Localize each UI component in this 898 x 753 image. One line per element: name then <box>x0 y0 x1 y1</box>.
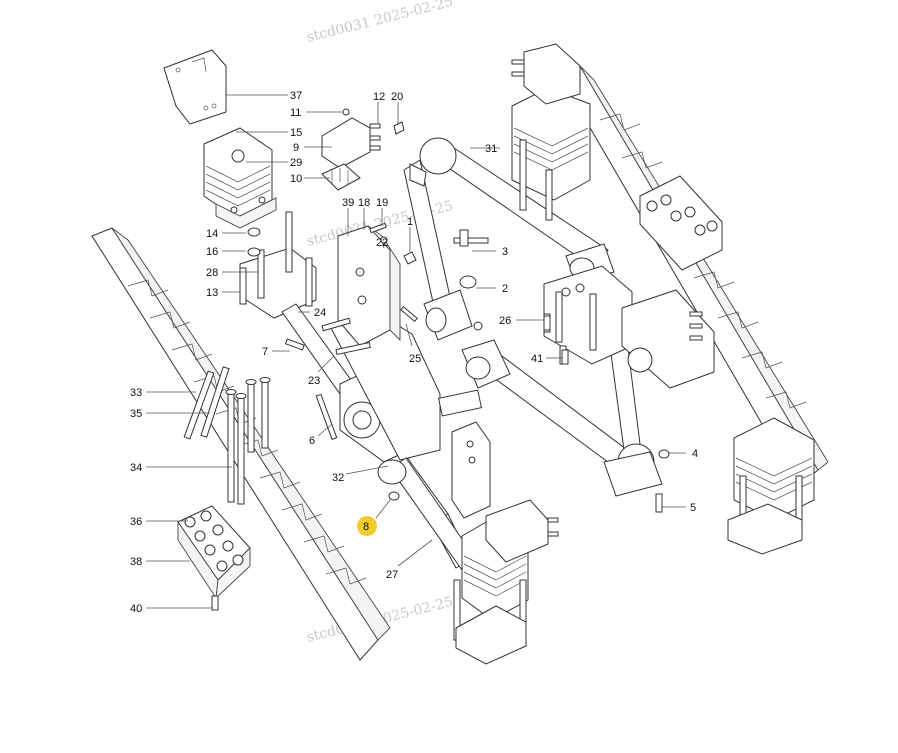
right-clamp-blocks <box>621 175 723 389</box>
callout-26[interactable]: 26 <box>499 315 511 327</box>
leader-lines <box>146 94 686 609</box>
right-middle-axle-seat <box>543 265 633 365</box>
callout-6[interactable]: 6 <box>309 435 315 447</box>
callout-28[interactable]: 28 <box>206 267 218 279</box>
right-bottom-air-spring <box>727 417 815 555</box>
callout-33[interactable]: 33 <box>130 387 142 399</box>
center-rear-hanger <box>437 389 491 519</box>
callout-32[interactable]: 32 <box>332 472 344 484</box>
callout-34[interactable]: 34 <box>130 462 142 474</box>
callout-3[interactable]: 3 <box>502 246 508 258</box>
callout-39[interactable]: 39 <box>342 197 354 209</box>
upper-bracket-set <box>321 108 405 191</box>
top-left-cover-plate <box>163 49 227 125</box>
left-axle-seat <box>239 211 317 319</box>
left-vertical-rods <box>183 366 271 505</box>
callout-5[interactable]: 5 <box>690 502 696 514</box>
callout-1[interactable]: 1 <box>407 216 413 228</box>
callout-8[interactable]: 8 <box>363 521 369 533</box>
callout-40[interactable]: 40 <box>130 603 142 615</box>
callout-19[interactable]: 19 <box>376 197 388 209</box>
callout-29[interactable]: 29 <box>290 157 302 169</box>
right-top-air-spring <box>511 43 591 221</box>
callout-13[interactable]: 13 <box>206 287 218 299</box>
center-bushing-bracket <box>423 289 483 341</box>
callout-31[interactable]: 31 <box>485 143 497 155</box>
callout-38[interactable]: 38 <box>130 556 142 568</box>
callout-16[interactable]: 16 <box>206 246 218 258</box>
callout-15[interactable]: 15 <box>290 127 302 139</box>
callout-41[interactable]: 41 <box>531 353 543 365</box>
top-left-air-spring <box>203 127 277 229</box>
callout-11[interactable]: 11 <box>290 107 301 119</box>
callout-37[interactable]: 37 <box>290 90 302 102</box>
callout-10[interactable]: 10 <box>290 173 302 185</box>
callout-9[interactable]: 9 <box>293 142 299 154</box>
callout-35[interactable]: 35 <box>130 408 142 420</box>
small-hardware <box>284 315 569 365</box>
watermark-top: stcd0031 2025-02-25 <box>305 0 455 46</box>
callout-labels: 37 11 12 20 15 9 29 10 31 39 18 19 14 22… <box>130 90 698 615</box>
callout-2[interactable]: 2 <box>502 283 508 295</box>
callout-4[interactable]: 4 <box>692 448 698 460</box>
callout-36[interactable]: 36 <box>130 516 142 528</box>
callout-24[interactable]: 24 <box>314 307 326 319</box>
callout-22[interactable]: 22 <box>376 237 388 249</box>
highlighted-callout-marker[interactable] <box>357 516 377 536</box>
callout-25[interactable]: 25 <box>409 353 421 365</box>
callout-12[interactable]: 12 <box>373 91 385 103</box>
left-clamp-plate <box>177 505 251 611</box>
callout-20[interactable]: 20 <box>391 91 403 103</box>
callout-23[interactable]: 23 <box>308 375 320 387</box>
callout-7[interactable]: 7 <box>262 346 268 358</box>
bottom-center-air-spring <box>453 499 559 665</box>
callout-14[interactable]: 14 <box>206 228 218 240</box>
callout-27[interactable]: 27 <box>386 569 398 581</box>
callout-18[interactable]: 18 <box>358 197 370 209</box>
